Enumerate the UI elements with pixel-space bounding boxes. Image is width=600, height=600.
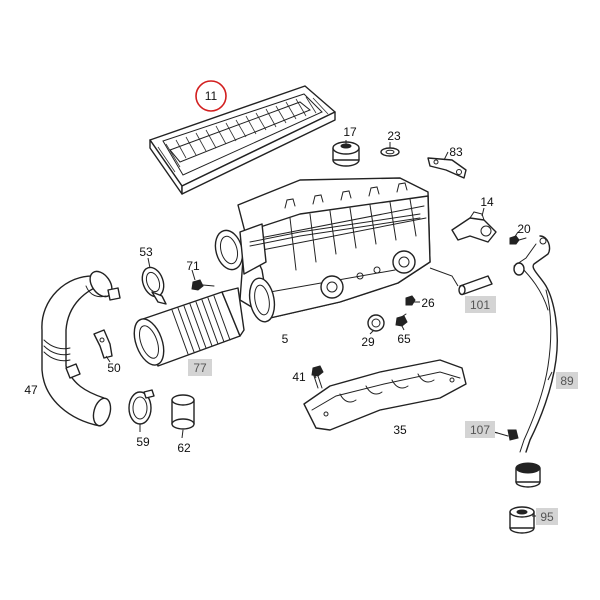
label-71: 71: [186, 259, 200, 273]
part-107-bolt[interactable]: [493, 429, 519, 441]
part-77-air-duct[interactable]: [129, 287, 245, 369]
part-71-bolt[interactable]: [191, 279, 215, 291]
label-35: 35: [393, 423, 407, 437]
leader-lines: [105, 140, 553, 517]
part-26-nut[interactable]: [405, 295, 416, 306]
label-50: 50: [107, 361, 121, 375]
part-17-sensor[interactable]: [332, 141, 360, 167]
label-41: 41: [292, 370, 306, 384]
part-35-heat-shield[interactable]: [303, 359, 467, 431]
label-89: 89: [560, 374, 574, 388]
part-number-labels: 17 23 83 14 20 53 71 26 5 29 65 47 50 41…: [24, 125, 531, 455]
part-41-bolt[interactable]: [311, 365, 324, 389]
label-29: 29: [361, 335, 375, 349]
label-17: 17: [343, 125, 357, 139]
label-11-highlight[interactable]: 11: [195, 80, 227, 112]
air-filter-element[interactable]: [149, 85, 336, 195]
label-65: 65: [397, 332, 411, 346]
part-29-washer[interactable]: [367, 314, 385, 332]
part-101-hose[interactable]: [458, 275, 493, 296]
part-50-clip[interactable]: [93, 329, 113, 359]
label-20: 20: [517, 222, 531, 236]
intake-manifold[interactable]: [211, 177, 431, 324]
part-62-sleeve[interactable]: [171, 394, 195, 430]
label-107: 107: [470, 423, 490, 437]
label-47: 47: [24, 383, 38, 397]
boxed-label-77: 77: [188, 359, 212, 376]
part-14-sensor-bracket[interactable]: [451, 211, 497, 243]
label-59: 59: [136, 435, 150, 449]
part-20-bolt[interactable]: [509, 235, 527, 245]
part-label: 11: [205, 89, 218, 103]
highlight-circle: [195, 80, 227, 112]
label-101: 101: [470, 298, 490, 312]
part-89-pipe[interactable]: [513, 235, 558, 453]
part-23-grommet[interactable]: [380, 147, 400, 157]
label-14: 14: [480, 195, 494, 209]
label-23: 23: [387, 129, 401, 143]
boxed-label-107: 107: [465, 421, 495, 438]
part-95-fitting[interactable]: [509, 462, 541, 534]
boxed-label-95: 95: [536, 508, 558, 525]
label-77: 77: [193, 361, 207, 375]
label-62: 62: [177, 441, 191, 455]
label-53: 53: [139, 245, 153, 259]
boxed-label-101: 101: [465, 296, 496, 313]
label-95: 95: [540, 510, 554, 524]
part-83-bracket[interactable]: [427, 157, 467, 179]
label-83: 83: [449, 145, 463, 159]
part-59-clamp[interactable]: [128, 389, 155, 425]
part-65-bolt[interactable]: [395, 313, 408, 327]
boxed-label-89: 89: [556, 372, 578, 389]
label-5: 5: [282, 332, 289, 346]
label-26: 26: [421, 296, 435, 310]
part-53-clamp[interactable]: [138, 264, 167, 305]
part-47-elbow-hose[interactable]: [41, 267, 121, 427]
